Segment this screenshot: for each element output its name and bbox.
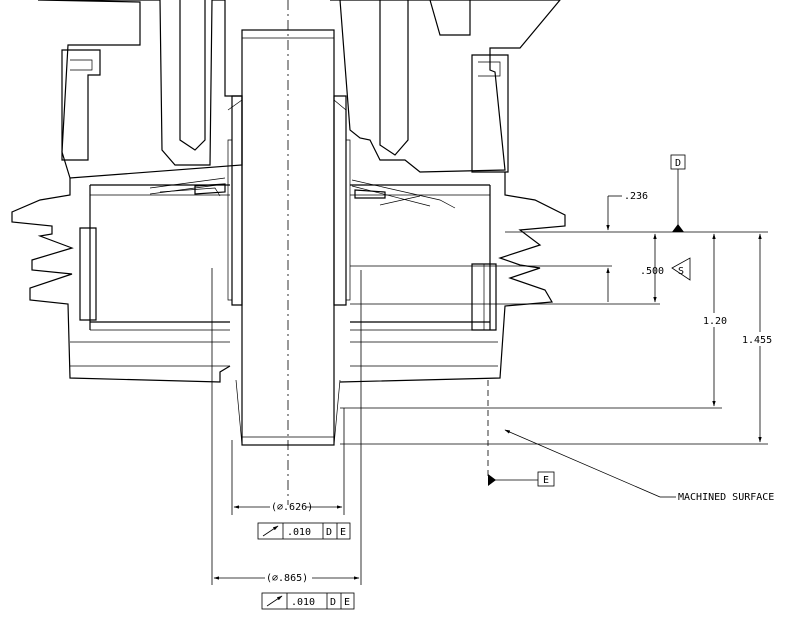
dimension-500: .500 S [606, 233, 691, 303]
dia-626-text: (∅.626) [271, 502, 313, 513]
fcf-626-datum2: E [340, 527, 346, 538]
fcf-865-tolerance: .010 [291, 597, 315, 608]
shaft [227, 29, 351, 446]
extension-lines [211, 231, 768, 585]
housing-section [37, 0, 561, 179]
dimension-dia-865: (∅.865) [213, 573, 360, 584]
dim-500-text: .500 [640, 266, 664, 277]
datum-d-label: D [675, 158, 681, 169]
fcf-865: .010 D E [261, 592, 355, 610]
dia-865-text: (∅.865) [266, 573, 308, 584]
runout-icon [262, 525, 279, 537]
fcf-626-datum1: D [326, 527, 332, 538]
machined-surface-note: MACHINED SURFACE [504, 429, 774, 503]
machined-surface-text: MACHINED SURFACE [678, 492, 774, 503]
datum-e: E [488, 471, 555, 487]
datum-d: D [670, 154, 686, 232]
seal-detail [149, 177, 456, 209]
fcf-865-datum2: E [344, 597, 350, 608]
dimension-236: .236 [606, 191, 648, 231]
dim-236-text: .236 [624, 191, 648, 202]
fcf-865-datum1: D [330, 597, 336, 608]
dimension-1455: 1.455 [740, 233, 780, 443]
fcf-626-tolerance: .010 [287, 527, 311, 538]
dim-120-text: 1.20 [703, 316, 727, 327]
dim-1455-text: 1.455 [742, 335, 772, 346]
datum-e-label: E [543, 475, 549, 486]
runout-icon [266, 595, 283, 607]
dimension-dia-626: (∅.626) [233, 502, 343, 513]
surface-symbol-label: S [678, 266, 684, 277]
dimension-120: 1.20 [700, 233, 730, 407]
surface-symbol-icon [671, 257, 691, 281]
pulley-body [11, 172, 566, 383]
fcf-626: .010 D E [257, 522, 351, 540]
